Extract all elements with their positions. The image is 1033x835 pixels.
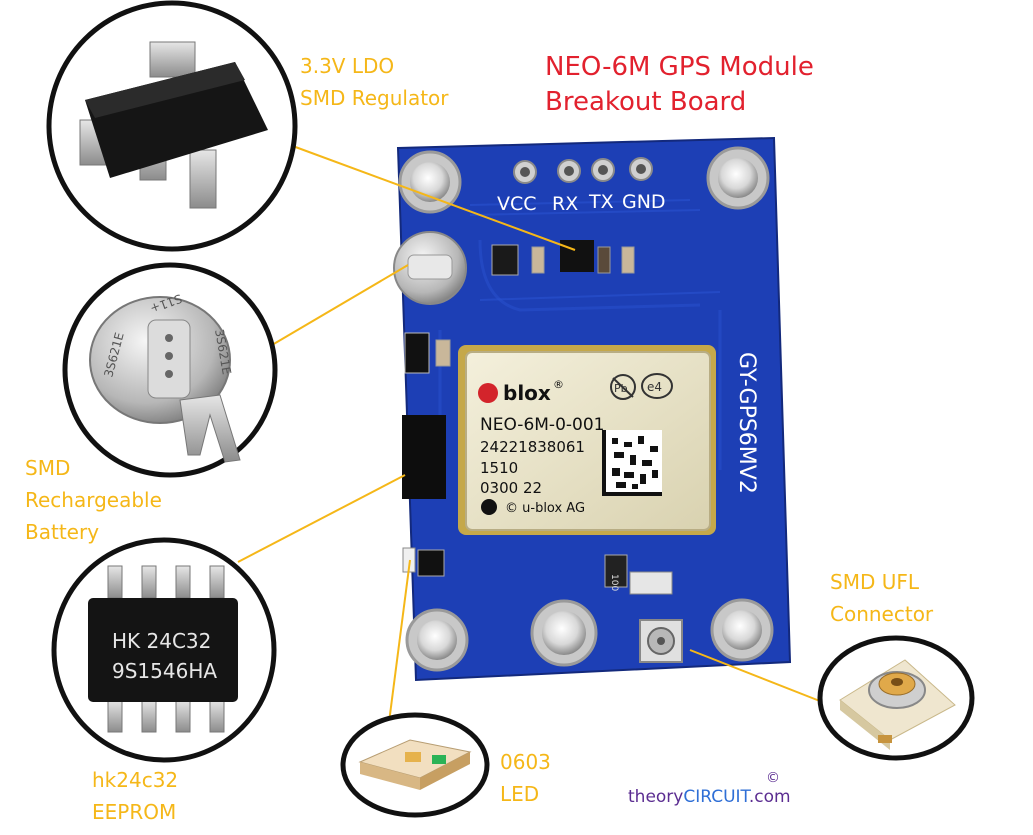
watermark-part-3: .com xyxy=(748,787,791,807)
module-line-1: NEO-6M-0-001 xyxy=(480,415,604,435)
datamatrix-code xyxy=(602,430,662,496)
mounting-hole-bottom-center xyxy=(530,599,598,667)
e4-icon: e4 xyxy=(647,380,662,394)
resistor-code: 100 xyxy=(609,574,619,591)
board-coin-battery xyxy=(393,231,467,305)
mounting-hole-top-left xyxy=(398,150,462,214)
mounting-hole-bottom-right xyxy=(710,598,774,662)
title-line-2: Breakout Board xyxy=(545,87,747,117)
mounting-hole-bottom-left xyxy=(405,608,469,672)
board-silkscreen: GY-GPS6MV2 xyxy=(734,352,759,494)
leader-line-battery xyxy=(271,264,409,346)
callout-ldo-regulator xyxy=(46,0,298,252)
label-ufl-line-2: Connector xyxy=(830,602,934,626)
header-pins xyxy=(513,157,653,184)
label-ufl-connector: SMD UFL Connector xyxy=(830,566,933,630)
label-ufl-line-1: SMD UFL xyxy=(830,570,919,594)
label-battery-line-1: SMD xyxy=(25,456,71,480)
label-led-line-2: LED xyxy=(500,782,540,806)
callout-led xyxy=(340,712,490,818)
pin-label-tx: TX xyxy=(588,191,614,213)
pin-label-gnd: GND xyxy=(622,191,666,213)
module-line-4: 0300 22 xyxy=(480,479,542,497)
mounting-hole-top-right xyxy=(706,146,770,210)
neo6m-gps-module: blox ® Pb e4 NEO-6M-0-001 24221838061 15… xyxy=(458,345,716,535)
board-smd-components xyxy=(402,240,673,595)
callout-eeprom: HK 24C32 9S1546HA xyxy=(51,537,277,763)
pin-labels: VCC RX TX GND xyxy=(497,191,666,215)
leader-line-ldo xyxy=(289,144,576,251)
leader-lines xyxy=(237,144,831,731)
site-watermark: theoryCIRCUIT.com xyxy=(628,787,791,807)
title-line-1: NEO-6M GPS Module xyxy=(545,52,814,82)
label-battery-line-2: Rechargeable xyxy=(25,488,162,512)
copyright-mark: © xyxy=(766,770,780,786)
callout-ufl-connector xyxy=(817,635,975,761)
eeprom-marking-1: HK 24C32 xyxy=(112,629,211,653)
callout-coin-battery: S11+ 3S621E 3S621E xyxy=(62,262,278,478)
label-led: 0603 LED xyxy=(500,746,551,810)
pin-label-vcc: VCC xyxy=(497,193,537,215)
pin-label-rx: RX xyxy=(552,193,578,215)
leader-line-ufl xyxy=(689,649,831,706)
module-line-2: 24221838061 xyxy=(480,438,585,456)
module-footer: © u-blox AG xyxy=(505,501,585,516)
module-brand: blox xyxy=(503,381,551,405)
label-battery-line-3: Battery xyxy=(25,520,100,544)
leader-line-led xyxy=(387,559,411,731)
watermark-part-2: CIRCUIT xyxy=(683,787,749,807)
diagram-title: NEO-6M GPS Module Breakout Board xyxy=(545,50,814,120)
eeprom-marking-2: 9S1546HA xyxy=(112,659,217,683)
label-eeprom-line-1: hk24c32 xyxy=(92,768,179,792)
leader-line-eeprom xyxy=(237,474,406,563)
label-ldo-regulator: 3.3V LDO SMD Regulator xyxy=(300,50,449,114)
module-brand-mark: ® xyxy=(553,378,564,391)
module-line-3: 1510 xyxy=(480,459,518,477)
label-eeprom-line-2: EEPROM xyxy=(92,800,177,824)
label-ldo-line-2: SMD Regulator xyxy=(300,86,449,110)
label-led-line-1: 0603 xyxy=(500,750,551,774)
label-battery: SMD Rechargeable Battery xyxy=(25,452,162,548)
pb-free-icon: Pb xyxy=(614,382,628,395)
label-eeprom: hk24c32 EEPROM xyxy=(92,764,178,828)
board-ufl-connector xyxy=(639,619,683,663)
label-ldo-line-1: 3.3V LDO xyxy=(300,54,395,78)
watermark-part-1: theory xyxy=(628,787,684,807)
